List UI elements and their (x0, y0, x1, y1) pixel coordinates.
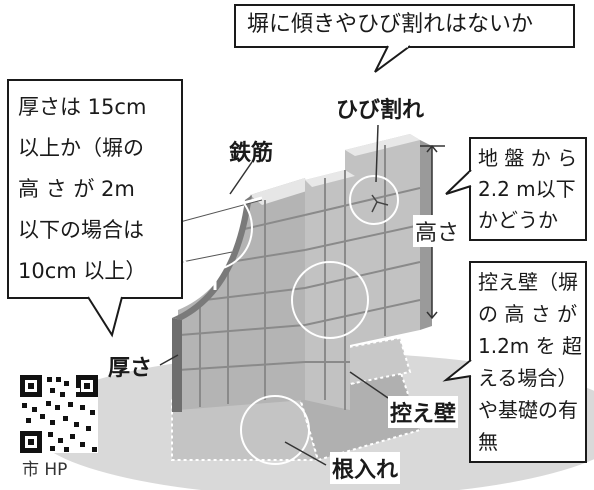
label-embed: 根入れ (330, 452, 401, 484)
callout-top-box (234, 4, 575, 73)
callout-buttress-box (442, 261, 587, 463)
crack-mark (371, 194, 389, 213)
qr-code[interactable] (20, 375, 98, 453)
rebar-leader (229, 161, 253, 195)
crack-leader (375, 124, 379, 183)
label-crack: ひび割れ (336, 98, 425, 123)
callout-height: 地 盤 か ら 2.2 m以下 かどうか (478, 146, 578, 232)
callout-height-box (445, 137, 587, 241)
label-rebar: 鉄筋 (229, 141, 274, 166)
main-wall (172, 178, 310, 412)
thickness-leader (159, 354, 179, 366)
label-buttress: 控え壁 (388, 396, 459, 428)
crack-circle (349, 175, 399, 225)
buttress-leader (349, 371, 389, 399)
callout-thickness: 厚さは 15cm 以上か（塀の 高 さ が 2m 以下の場合は 10cm 以上） (18, 95, 147, 283)
callout-top: 塀に傾きやひび割れはないか (247, 12, 534, 37)
label-thickness: 厚さ (108, 356, 153, 381)
label-height: 高さ (413, 215, 462, 247)
foundation-circle (240, 395, 310, 465)
buttress-circle (291, 261, 369, 339)
qr-caption: 市 HP (22, 460, 68, 480)
callout-thickness-box (7, 79, 183, 338)
buttress-wall (304, 134, 432, 410)
embed-leader (284, 441, 327, 466)
callout-buttress: 控え壁（塀 の 高 さ が 1.2m を 超 える場合） や基礎の有 無 (478, 270, 583, 454)
